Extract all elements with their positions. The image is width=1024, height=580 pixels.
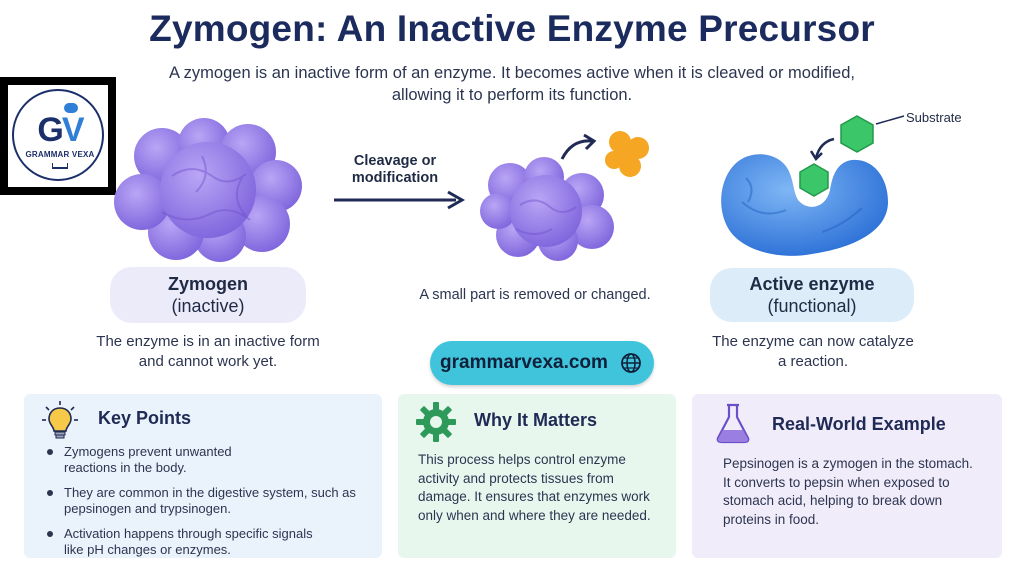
book-icon bbox=[52, 163, 68, 169]
cleaved-enzyme-icon bbox=[480, 157, 614, 261]
active-enzyme-icon bbox=[721, 154, 888, 256]
lightbulb-icon bbox=[42, 401, 78, 439]
curved-arrow-icon bbox=[560, 133, 597, 160]
real-world-example-card: Real-World Example Pepsinogen is a zymog… bbox=[692, 394, 1002, 558]
why-it-matters-card: Why It Matters This process helps contro… bbox=[398, 394, 676, 558]
logo-circle: GV GRAMMAR VEXA bbox=[12, 89, 104, 181]
why-it-matters-heading: Why It Matters bbox=[474, 410, 598, 430]
cleavage-description: A small part is removed or changed. bbox=[419, 287, 651, 303]
substrate-label: Substrate bbox=[906, 110, 962, 125]
bound-substrate-icon bbox=[799, 163, 829, 197]
flask-icon bbox=[716, 403, 750, 444]
zymogen-label: Zymogen bbox=[167, 274, 248, 294]
logo-name: GRAMMAR VEXA bbox=[25, 150, 95, 159]
real-world-text: Pepsinogen is a zymogen in the stomach. … bbox=[723, 456, 973, 527]
page-subtitle: A zymogen is an inactive form of an enzy… bbox=[169, 64, 855, 104]
substrate-hexagon-icon bbox=[840, 115, 874, 153]
binding-arrow-icon bbox=[810, 137, 835, 161]
removed-fragment-icon bbox=[605, 131, 649, 177]
zymogen-blob-icon bbox=[114, 118, 302, 262]
real-world-heading: Real-World Example bbox=[772, 414, 946, 434]
cleavage-arrow-label: Cleavage or modification bbox=[351, 153, 439, 186]
zymogen-label-pill: Zymogen (inactive) bbox=[110, 267, 306, 323]
logo-inner: GV GRAMMAR VEXA bbox=[8, 85, 108, 187]
key-point-item: Activation happens through specific sign… bbox=[44, 526, 324, 558]
key-point-item: Zymogens prevent unwanted reactions in t… bbox=[44, 444, 284, 476]
logo-letter-g: G bbox=[37, 111, 63, 149]
logo-monogram: GV bbox=[14, 111, 106, 150]
active-enzyme-description: The enzyme can now catalyze a reaction. bbox=[712, 333, 914, 370]
substrate-pointer-line bbox=[875, 115, 905, 125]
chat-bubble-icon bbox=[64, 103, 78, 113]
active-enzyme-label: Active enzyme bbox=[749, 274, 875, 294]
grammar-vexa-logo: GV GRAMMAR VEXA bbox=[0, 77, 116, 195]
key-points-heading: Key Points bbox=[98, 408, 192, 428]
cleavage-arrow-icon bbox=[334, 190, 466, 210]
active-enzyme-label-pill: Active enzyme (functional) bbox=[710, 268, 914, 322]
key-points-list: Zymogens prevent unwanted reactions in t… bbox=[44, 444, 374, 567]
zymogen-state: (inactive) bbox=[171, 296, 245, 316]
key-point-item: They are common in the digestive system,… bbox=[44, 485, 374, 517]
key-points-card: Key Points Zymogens prevent unwanted rea… bbox=[24, 394, 382, 558]
globe-icon bbox=[621, 353, 641, 373]
website-pill[interactable]: grammarvexa.com bbox=[430, 341, 654, 385]
why-it-matters-text: This process helps control enzyme activi… bbox=[418, 452, 651, 523]
active-enzyme-state: (functional) bbox=[767, 296, 857, 316]
page-title: Zymogen: An Inactive Enzyme Precursor bbox=[149, 8, 875, 49]
gear-icon bbox=[416, 402, 456, 442]
zymogen-description: The enzyme is in an inactive form and ca… bbox=[96, 333, 320, 370]
website-url[interactable]: grammarvexa.com bbox=[440, 352, 608, 373]
logo-letter-v: V bbox=[61, 111, 85, 149]
